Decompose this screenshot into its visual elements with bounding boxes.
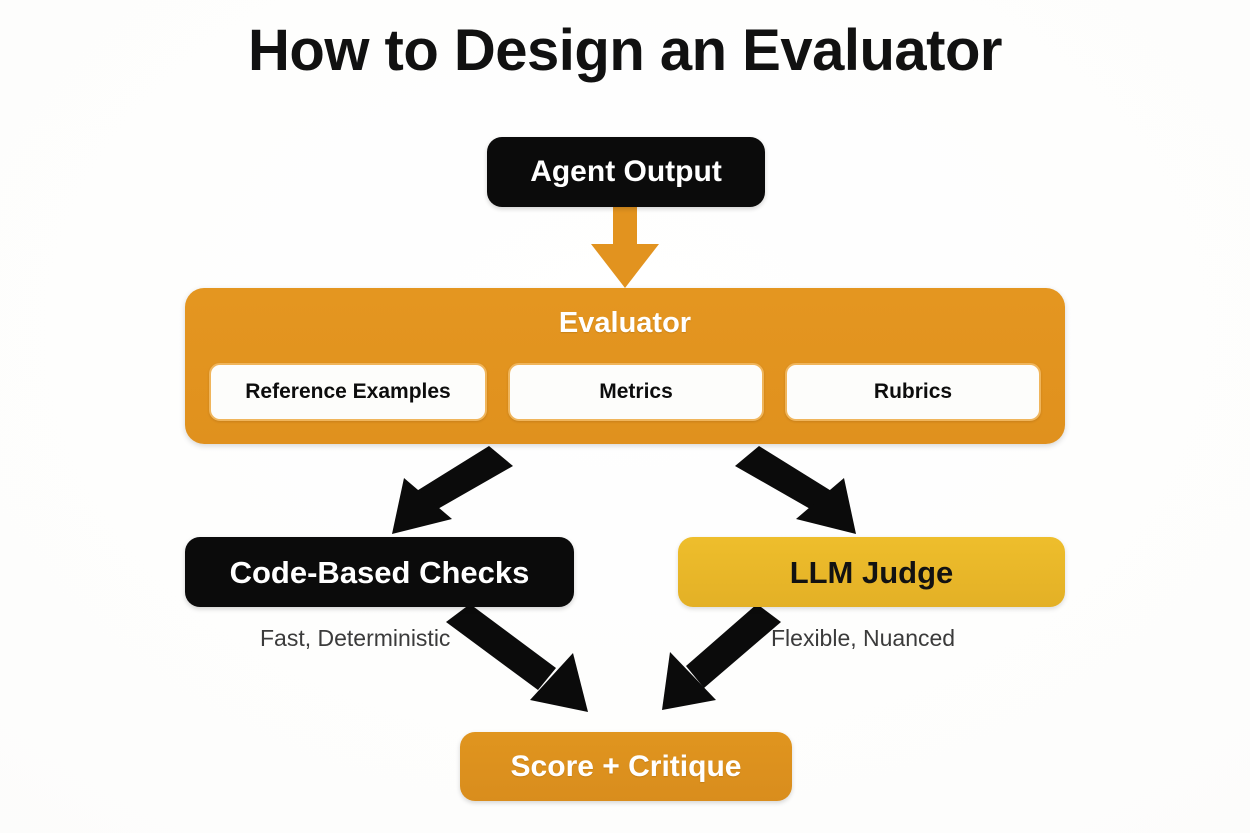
node-llm-judge[interactable]: LLM Judge bbox=[678, 537, 1065, 607]
arrow-evaluator-to-code-checks bbox=[392, 446, 513, 534]
evaluator-chip-rubrics[interactable]: Rubrics bbox=[785, 363, 1041, 421]
node-agent-output-label: Agent Output bbox=[530, 155, 722, 188]
node-evaluator-label: Evaluator bbox=[558, 307, 692, 339]
node-code-based-checks-label: Code-Based Checks bbox=[229, 554, 530, 590]
arrow-llm-judge-to-score bbox=[662, 604, 781, 710]
node-score-critique[interactable]: Score + Critique bbox=[460, 732, 792, 801]
evaluator-chip-metrics[interactable]: Metrics bbox=[508, 363, 764, 421]
arrow-evaluator-to-llm-judge bbox=[735, 446, 856, 534]
evaluator-chip-row: Reference Examples Metrics Rubrics bbox=[209, 363, 1041, 421]
node-evaluator[interactable]: Evaluator Reference Examples Metrics Rub… bbox=[185, 288, 1065, 444]
arrow-agent-output-to-evaluator bbox=[591, 207, 659, 288]
page-title: How to Design an Evaluator bbox=[248, 18, 1003, 83]
evaluator-chip-reference-examples[interactable]: Reference Examples bbox=[209, 363, 487, 421]
arrow-code-checks-to-score bbox=[446, 604, 588, 712]
node-score-critique-label: Score + Critique bbox=[510, 749, 742, 783]
node-code-based-checks[interactable]: Code-Based Checks bbox=[185, 537, 574, 607]
node-agent-output[interactable]: Agent Output bbox=[487, 137, 765, 207]
caption-code-based-checks: Fast, Deterministic bbox=[260, 625, 451, 651]
node-llm-judge-label: LLM Judge bbox=[789, 554, 954, 590]
caption-llm-judge: Flexible, Nuanced bbox=[771, 625, 956, 651]
